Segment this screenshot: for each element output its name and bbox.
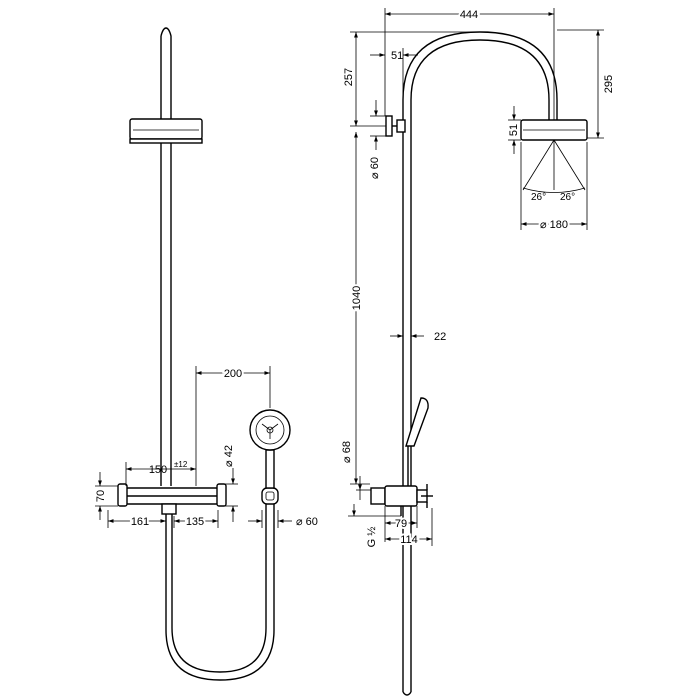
dim-114: 114 — [400, 534, 418, 546]
dim-dia-180: ⌀ 180 — [540, 219, 568, 231]
overhead-shower-head-front — [129, 118, 203, 144]
overhead-shower-head-side — [520, 119, 588, 141]
dim-angle-26-left: 26° — [531, 192, 546, 203]
dim-257: 257 — [343, 68, 355, 86]
thermostat-mixer-side — [370, 484, 433, 516]
dim-295: 295 — [603, 75, 615, 93]
riser-pipe-front — [160, 27, 172, 486]
dim-dia-60-holder: ⌀ 60 — [296, 516, 318, 528]
dim-51-top: 51 — [391, 50, 403, 62]
dim-angle-26-right: 26° — [560, 192, 575, 203]
dim-150: 150 — [149, 464, 167, 476]
dim-161: 161 — [131, 516, 149, 528]
dim-22: 22 — [434, 331, 446, 343]
shower-hose — [165, 504, 275, 681]
dim-79: 79 — [395, 518, 407, 530]
dim-dia-68: ⌀ 68 — [341, 441, 353, 463]
dim-1040: 1040 — [351, 286, 363, 310]
front-view — [117, 27, 291, 681]
dim-g-half-thread: G ½ — [366, 527, 378, 548]
dim-444: 444 — [460, 9, 478, 21]
side-view-dimensions: 444 51 257 295 51 ⌀ 60 26° 26° ⌀ — [341, 7, 615, 548]
side-view — [370, 31, 588, 696]
dim-135: 135 — [186, 516, 204, 528]
hand-shower-holder — [261, 487, 279, 505]
front-view-dimensions: 200 ⌀ 42 150 ±12 70 161 135 ⌀ 60 — [95, 366, 318, 530]
thermostat-mixer-front — [117, 483, 227, 520]
hand-shower-side — [405, 397, 429, 486]
wall-bracket-top — [385, 115, 406, 137]
dim-51-head: 51 — [508, 124, 520, 136]
spray-cone — [522, 139, 586, 193]
dim-tolerance-12: ±12 — [174, 460, 188, 469]
dim-dia-42: ⌀ 42 — [223, 445, 235, 467]
dim-200: 200 — [224, 368, 242, 380]
dim-70: 70 — [95, 490, 107, 502]
hand-shower — [249, 409, 291, 489]
dim-dia-60-bracket: ⌀ 60 — [369, 157, 381, 179]
